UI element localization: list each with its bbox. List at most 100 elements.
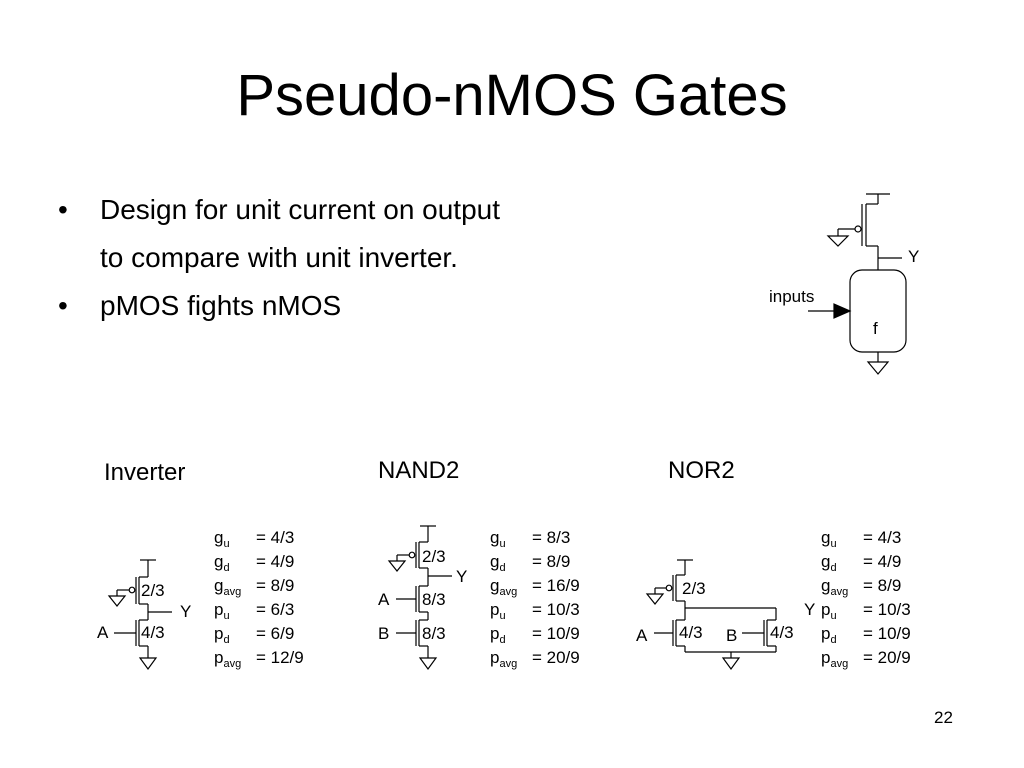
stat-symbol: pd [214,622,256,646]
pmos-bubble-icon [665,584,673,592]
stat-symbol-letter: p [214,600,224,619]
stat-value: = 6/9 [256,624,295,643]
output-label: Y [908,247,919,266]
stat-value: = 8/9 [532,552,571,571]
pmos-bubble-icon [854,225,862,233]
stat-symbol-letter: p [490,600,500,619]
stat-row: pd= 10/9 [821,622,911,646]
stat-symbol-letter: p [214,648,224,667]
bullet-list: • Design for unit current on output to c… [58,186,500,330]
stat-value: = 8/9 [863,576,902,595]
inverter-schematic: 2/3 4/3 A Y [97,559,191,671]
stat-row: gavg= 16/9 [490,574,580,598]
stat-row: pavg= 20/9 [490,646,580,670]
stat-symbol: pavg [490,646,532,670]
stat-value: = 10/3 [532,600,580,619]
function-label: f [873,319,878,338]
nor2-heading: NOR2 [668,457,735,484]
stat-symbol-letter: p [214,624,224,643]
stat-value: = 8/9 [256,576,295,595]
stat-subscript: d [499,562,506,574]
stat-value: = 20/9 [532,648,580,667]
stat-symbol: pd [821,622,863,646]
page-number: 22 [934,708,953,727]
stat-subscript: d [830,562,837,574]
stat-subscript: d [499,634,506,646]
stat-row: gd= 8/9 [490,550,580,574]
stat-row: pu= 10/3 [821,598,911,622]
input-b-label: B [726,626,737,645]
bullet-text: pMOS fights nMOS [100,290,342,321]
stat-row: gu= 8/3 [490,526,580,550]
input-a-label: A [636,626,648,645]
ground-icon [138,657,158,671]
ground-icon [645,593,665,605]
stat-subscript: d [223,562,230,574]
stat-row: gavg = 8/9 [821,574,911,598]
bullet-text: Design for unit current on output [100,194,501,225]
output-y-label: Y [456,567,467,586]
stat-subscript: u [499,538,506,550]
stat-symbol-letter: p [821,600,831,619]
ground-icon [107,595,127,607]
stat-symbol: gavg [214,574,256,598]
stat-row: gu= 4/3 [821,526,911,550]
stat-row: gu= 4/3 [214,526,304,550]
stat-value: = 6/3 [256,600,295,619]
stat-symbol-letter: g [821,528,831,547]
stat-symbol: pu [821,598,863,622]
pmos-size-label: 2/3 [682,579,706,598]
stat-value: = 20/9 [863,648,911,667]
nand2-heading: NAND2 [378,457,460,484]
ground-icon [826,235,850,247]
stat-subscript: avg [223,658,242,670]
stat-value: = 10/3 [863,600,911,619]
stat-row: pavg= 20/9 [821,646,911,670]
stat-symbol-letter: p [821,624,831,643]
stat-symbol: pd [490,622,532,646]
stat-symbol: gd [490,550,532,574]
stat-subscript: avg [830,586,849,598]
stat-symbol-letter: g [214,576,224,595]
stat-value: = 16/9 [532,576,580,595]
stat-subscript: avg [499,586,518,598]
stat-symbol-letter: p [490,648,500,667]
stat-symbol-letter: g [821,576,831,595]
stat-value: = 8/3 [532,528,571,547]
stat-value: = 4/3 [863,528,902,547]
nmos-b-size-label: 4/3 [770,623,794,642]
stat-subscript: d [830,634,837,646]
stat-value: = 4/9 [256,552,295,571]
stat-symbol: gu [214,526,256,550]
pmos-bubble-icon [128,586,136,594]
stat-symbol: gu [821,526,863,550]
stat-symbol: pu [490,598,532,622]
input-a-label: A [378,590,390,609]
ground-icon [866,361,890,375]
stat-value: = 4/3 [256,528,295,547]
ground-icon [418,657,438,671]
slide-title: Pseudo-nMOS Gates [236,63,788,128]
stat-symbol-letter: g [490,552,500,571]
stat-subscript: u [830,610,837,622]
stat-symbol-letter: p [490,624,500,643]
nor2-schematic: 2/3 4/3 4/3 A B Y [636,559,815,671]
nmos-a-size-label: 4/3 [679,623,703,642]
stat-value: = 10/9 [532,624,580,643]
stat-value: = 12/9 [256,648,304,667]
stat-symbol-letter: g [214,552,224,571]
inverter-heading: Inverter [104,459,186,486]
stat-symbol: pavg [214,646,256,670]
stat-symbol: pu [214,598,256,622]
stat-subscript: u [223,538,230,550]
stat-value: = 4/9 [863,552,902,571]
stat-subscript: d [223,634,230,646]
stat-subscript: avg [223,586,242,598]
stat-symbol: gavg [490,574,532,598]
bullet-item: • Design for unit current on output [58,186,500,234]
